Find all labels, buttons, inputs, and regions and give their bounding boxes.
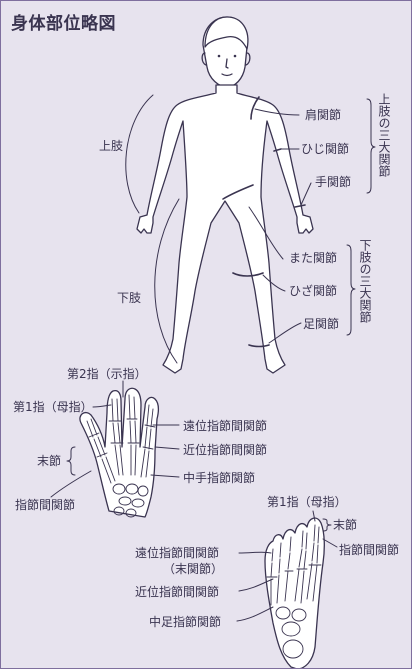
lower-limb-label: 下肢 (117, 291, 141, 305)
foot-ip-joint-label: 指節間関節 (339, 543, 399, 557)
upper-limb-arc (126, 95, 153, 213)
hand-finger1-label: 第1指（母指） (13, 400, 93, 414)
foot-dip-label: 遠位指節間関節 (135, 546, 219, 560)
foot-pip-label: 近位指節間関節 (135, 585, 219, 599)
hand-brace (67, 447, 75, 475)
upper-limb-label: 上肢 (99, 139, 123, 153)
body-outline (137, 85, 313, 373)
upper-three-joints-label: 上肢の三大関節 (377, 93, 390, 177)
hand-dip-label: 遠位指節間関節 (183, 419, 267, 433)
body-figure (137, 17, 313, 373)
ankle-joint-label: 足関節 (303, 317, 339, 331)
ankle-joint-mark (249, 345, 269, 347)
hip-joint-label: また関節 (289, 251, 337, 265)
foot-dip-alt-label: （末関節） (163, 562, 223, 576)
lower-three-joints-label: 下肢の三大関節 (358, 239, 371, 323)
upper-three-brace (367, 99, 375, 193)
hand-ip-joint-label: 指節間関節 (15, 498, 75, 512)
knee-joint-label: ひざ関節 (289, 284, 337, 298)
hand-pip-label: 近位指節間関節 (183, 443, 267, 457)
wrist-joint-label: 手関節 (315, 175, 351, 189)
foot-figure (265, 518, 324, 669)
shoulder-joint-label: 肩関節 (305, 108, 341, 122)
foot-toe1-label: 第1指（母指） (267, 495, 347, 509)
hand-finger2-label: 第2指（示指） (67, 367, 147, 381)
foot-distal-phalanx-label: 末節 (333, 518, 357, 532)
hand-mcp-label: 中手指節関節 (183, 471, 255, 485)
lower-three-brace (347, 245, 355, 335)
elbow-joint-label: ひじ関節 (301, 142, 349, 156)
foot-outline (265, 518, 324, 669)
foot-mtp-label: 中足指節関節 (149, 615, 221, 629)
hand-distal-phalanx-label: 末節 (37, 454, 61, 468)
foot-brace (323, 519, 331, 531)
